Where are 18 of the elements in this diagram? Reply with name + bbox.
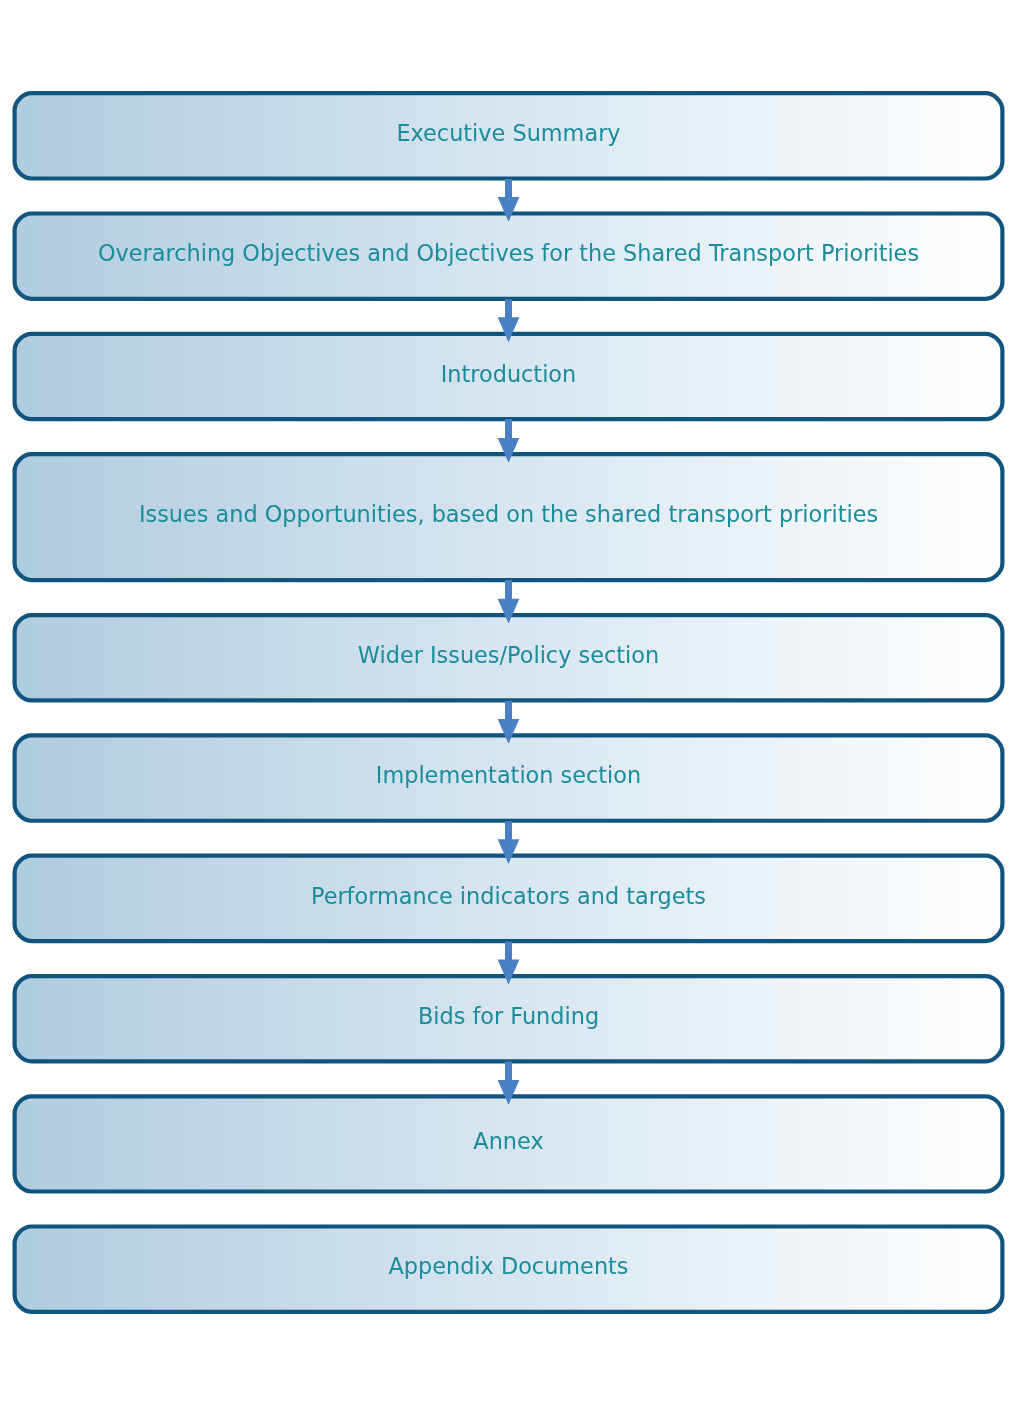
arrow (497, 700, 519, 744)
node-box: Executive Summary (12, 91, 1004, 181)
arrow (497, 941, 519, 985)
node-box: Annex (12, 1094, 1004, 1194)
node-box: Introduction (12, 331, 1004, 422)
node-box: Wider Issues/Policy section (12, 612, 1004, 703)
arrow (497, 419, 519, 463)
node-box: Bids for Funding (12, 973, 1004, 1064)
node-box: Appendix Documents (12, 1224, 1004, 1314)
arrow (497, 299, 519, 343)
node-box: Issues and Opportunities, based on the shared transport priorities (12, 452, 1004, 583)
node-box: Overarching Objectives and Objectives for the Shared Transport Priorities (12, 211, 1004, 301)
arrow (497, 1061, 519, 1105)
arrow (497, 179, 519, 222)
node-box: Performance indicators and targets (12, 853, 1004, 944)
arrow (497, 821, 519, 865)
arrow (497, 580, 519, 624)
node-box: Implementation section (12, 733, 1004, 823)
